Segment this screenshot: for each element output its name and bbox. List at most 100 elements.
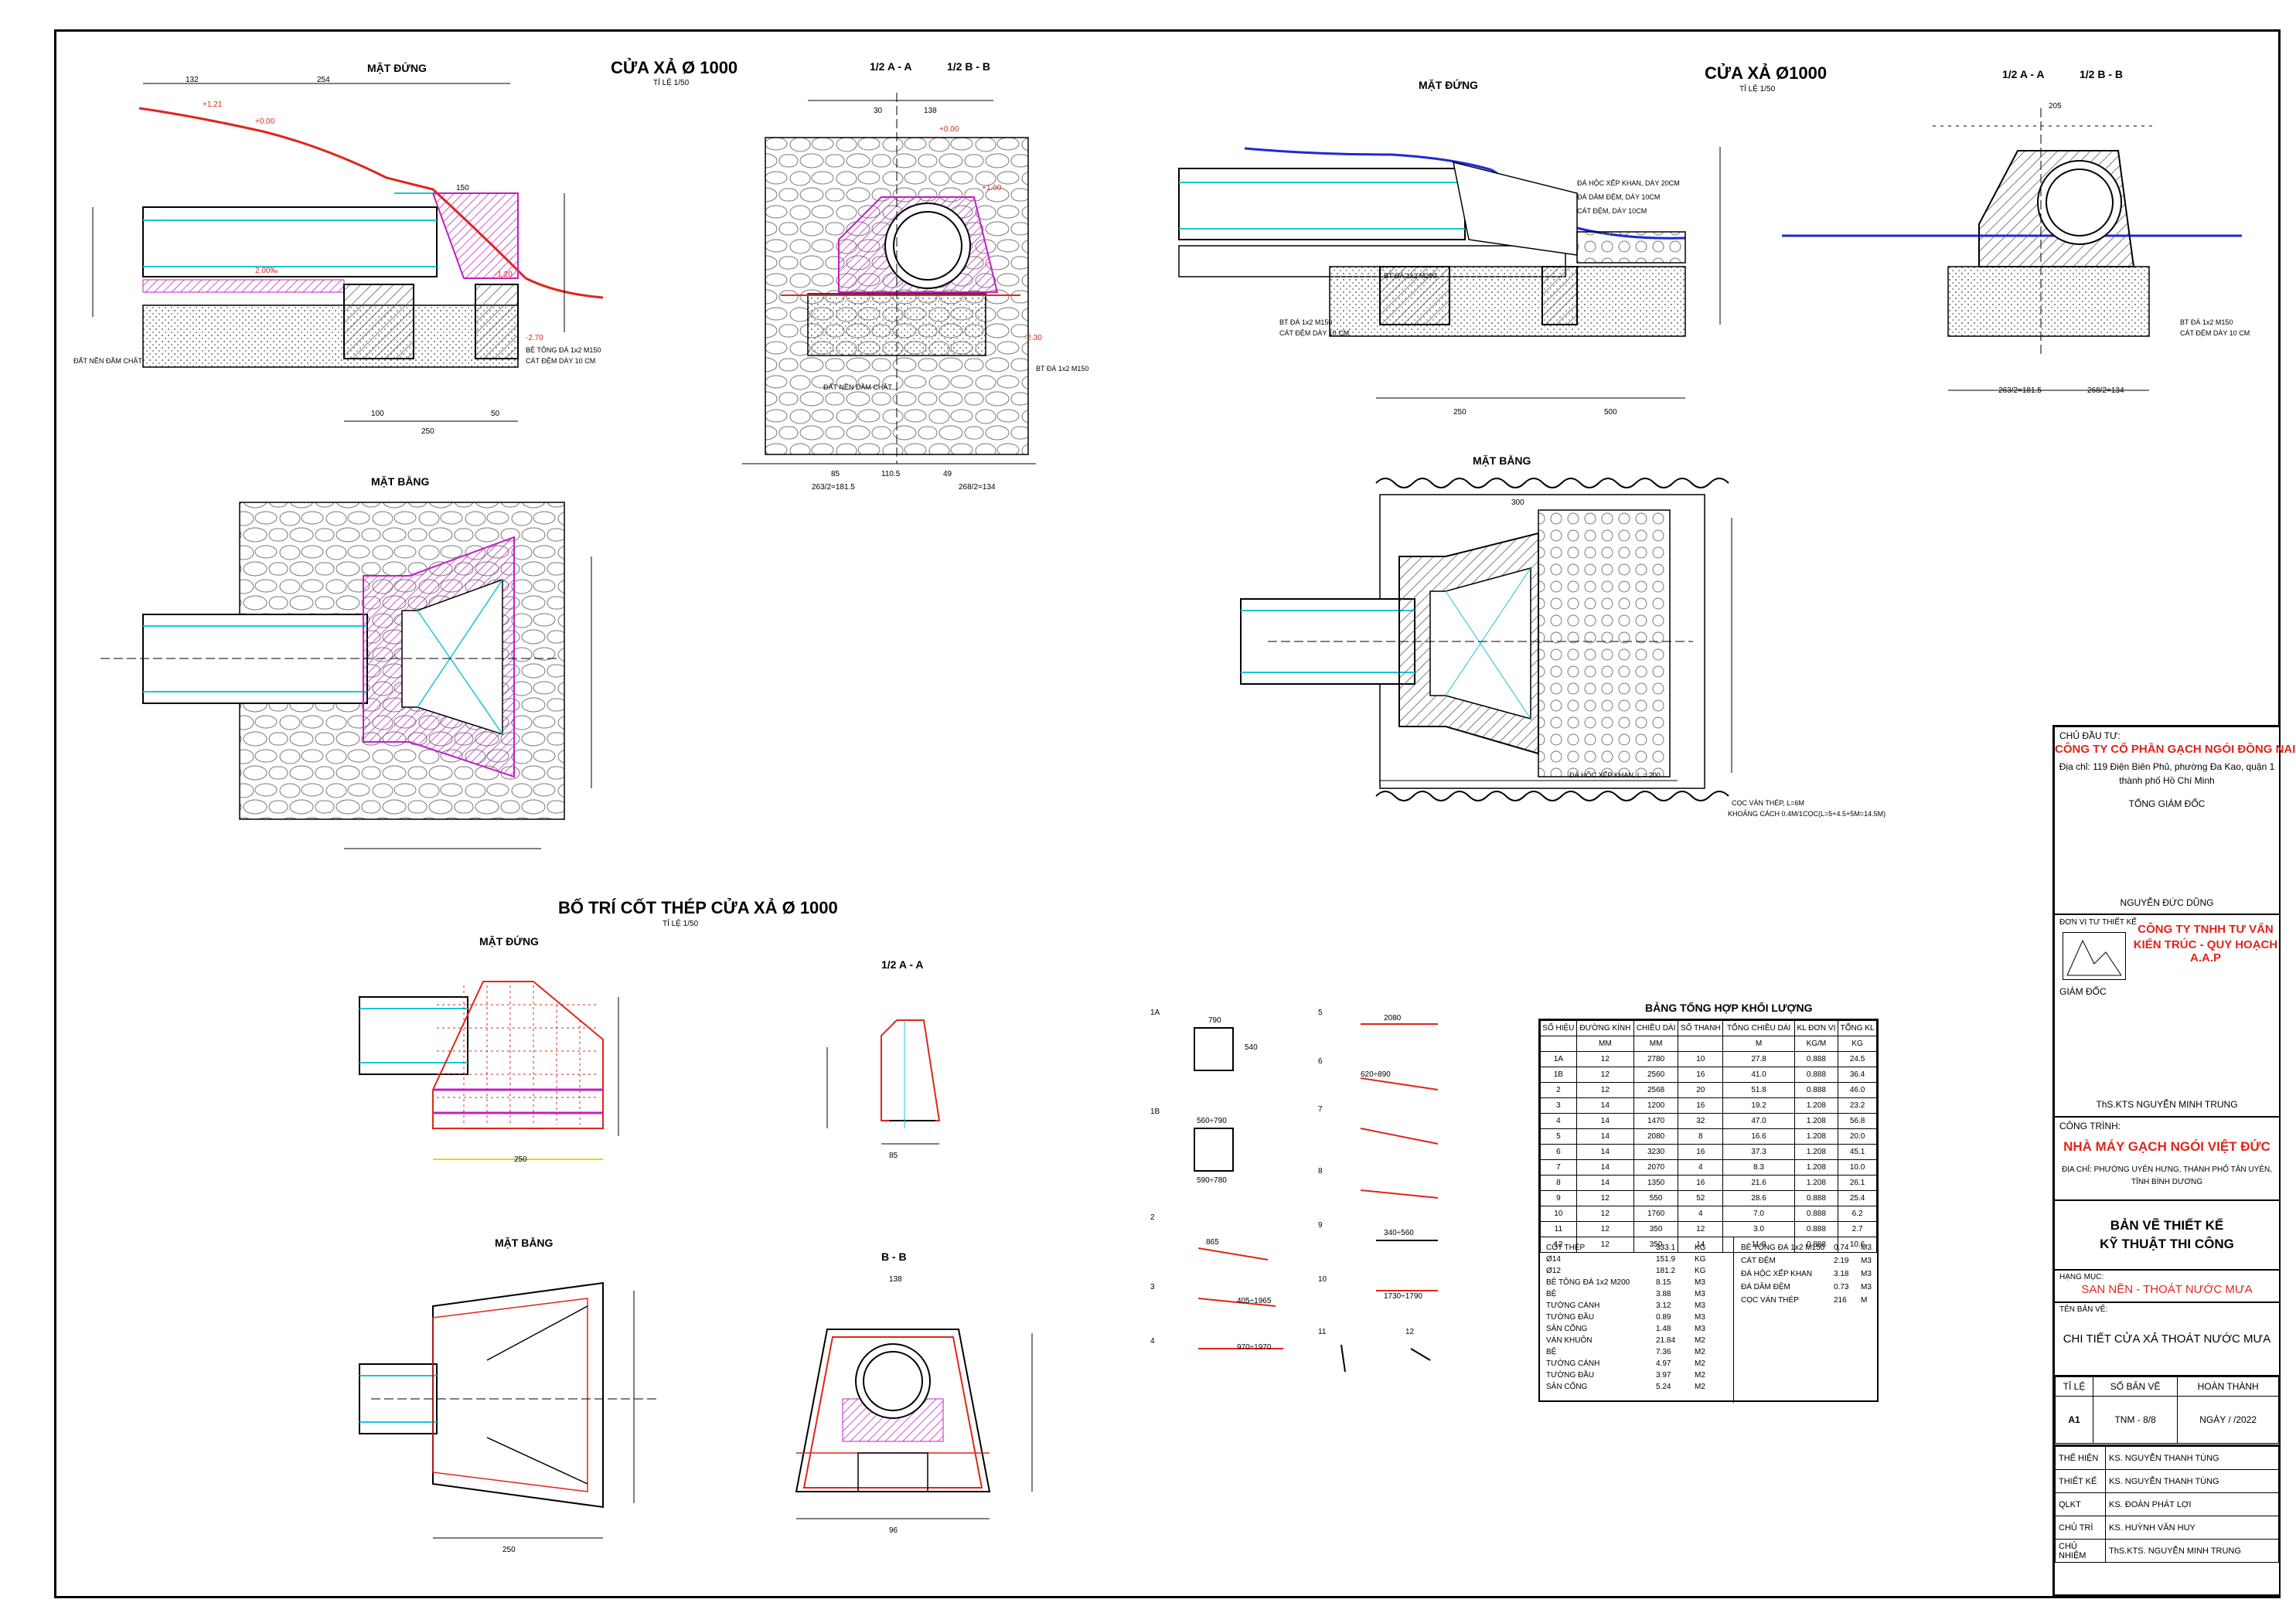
- table-header-cell: TỔNG KL: [1838, 1020, 1877, 1036]
- table-cell: 14: [1576, 1113, 1635, 1129]
- label-elevation-2: MẶT ĐỨNG: [1419, 79, 1478, 91]
- table-cell: 36.4: [1838, 1067, 1877, 1083]
- note-m200: BT ĐÁ 1x2 M200: [1384, 272, 1437, 280]
- category-label: HẠNG MỤC:: [2059, 1273, 2104, 1281]
- table-cell: 12: [1576, 1237, 1635, 1253]
- note-sand-2: CÁT ĐỆM DÀY 10 CM: [1279, 329, 1350, 337]
- summary-cell: VÁN KHUÔN: [1546, 1336, 1593, 1345]
- table-cell: 1.208: [1794, 1097, 1839, 1114]
- logo-graphic: [2066, 939, 2122, 976]
- rebar-dim: 865: [1206, 1238, 1219, 1247]
- summary-cell: 5.24: [1656, 1383, 1671, 1391]
- table-cell: 8: [1540, 1175, 1577, 1191]
- table-cell: 2568: [1633, 1082, 1679, 1098]
- table-unit-cell: MM: [1633, 1036, 1679, 1052]
- summary-cell: M3: [1695, 1313, 1705, 1322]
- rebar-mark: 1A: [1150, 1009, 1160, 1017]
- table-cell: 1760: [1633, 1206, 1679, 1222]
- sheet-date: NGÀY / /2022: [2177, 1396, 2279, 1444]
- summary-cell: M3: [1861, 1257, 1872, 1265]
- table-cell: 16: [1678, 1144, 1724, 1160]
- summary-cell: Ø12: [1546, 1267, 1561, 1275]
- note-pile: CỌC VÁN THÉP, L=6M: [1732, 799, 1804, 807]
- table-cell: 11.9: [1722, 1237, 1795, 1253]
- label-plan-3: MẶT BẰNG: [495, 1237, 554, 1249]
- rebar-mark: 7: [1318, 1105, 1323, 1114]
- rebar-dim: 340÷560: [1384, 1229, 1414, 1237]
- table-cell: 1470: [1633, 1113, 1679, 1129]
- summary-cell: M3: [1861, 1244, 1872, 1252]
- summary-cell: 3.88: [1656, 1290, 1671, 1298]
- table-cell: 19.2: [1722, 1097, 1795, 1114]
- rebar-mark: 2: [1150, 1213, 1155, 1222]
- summary-cell: BỆ: [1546, 1348, 1557, 1356]
- note-sand: CÁT ĐỆM DÀY 10 CM: [526, 357, 596, 365]
- summary-cell: CỌC VÁN THÉP: [1741, 1296, 1799, 1305]
- rebar-mark: 8: [1318, 1167, 1323, 1176]
- dim: 268/2=134: [959, 483, 996, 492]
- table-cell: 12: [1576, 1067, 1635, 1083]
- rebar-dim: 2080: [1384, 1014, 1402, 1022]
- table-cell: 1350: [1633, 1175, 1679, 1191]
- table-cell: 14: [1576, 1144, 1635, 1160]
- col-done: HOÀN THÀNH: [2177, 1376, 2279, 1397]
- summary-cell: M3: [1861, 1270, 1872, 1278]
- rebar-mark: 3: [1150, 1283, 1155, 1291]
- rebar-dim: 560÷790: [1197, 1117, 1227, 1125]
- rebar-mark: 1B: [1150, 1108, 1160, 1116]
- doc-type-1: BẢN VẼ THIẾT KẾ: [2110, 1218, 2224, 1233]
- summary-cell: CỐT THÉP: [1546, 1244, 1586, 1252]
- label-section-b-2: 1/2 B - B: [2080, 68, 2124, 80]
- summary-cell: KG: [1695, 1255, 1706, 1264]
- table-cell: 45.1: [1838, 1144, 1877, 1160]
- summary-cell: ĐÁ HỘC XẾP KHAN: [1741, 1270, 1813, 1278]
- dim: 49: [943, 470, 952, 478]
- summary-cell: M3: [1695, 1278, 1705, 1287]
- dim: 50: [491, 410, 500, 418]
- dim: 250: [502, 1546, 516, 1554]
- level: 2.00‰: [255, 267, 278, 275]
- title-rebar: BỐ TRÍ CỐT THÉP CỬA XẢ Ø 1000: [558, 898, 838, 917]
- table-cell: 16.6: [1722, 1128, 1795, 1145]
- table-cell: 24.5: [1838, 1051, 1877, 1067]
- summary-cell: TƯỜNG CÁNH: [1546, 1359, 1600, 1368]
- summary-cell: M: [1861, 1296, 1868, 1305]
- table-cell: 51.8: [1722, 1082, 1795, 1098]
- dim: 263/2=181.5: [812, 483, 855, 492]
- consultant-name-1: CÔNG TY TNHH TƯ VẤN: [2138, 923, 2274, 936]
- table-cell: 11: [1540, 1221, 1577, 1237]
- note-concrete: BÊ TÔNG ĐÁ 1x2 M150: [526, 346, 601, 354]
- table-cell: 4: [1678, 1159, 1724, 1176]
- dim: 30: [874, 107, 883, 115]
- table-cell: 1.208: [1794, 1144, 1839, 1160]
- summary-cell: M2: [1695, 1383, 1705, 1391]
- owner-label: CHỦ ĐẦU TƯ:: [2059, 730, 2121, 741]
- table-cell: 0.888: [1794, 1067, 1839, 1083]
- dim: 85: [831, 470, 840, 478]
- director-label: TỔNG GIÁM ĐỐC: [2128, 798, 2206, 809]
- note-soil-2: ĐẤT NỀN ĐẦM CHẶT: [823, 383, 892, 391]
- owner-address-2: thành phố Hồ Chí Minh: [2119, 775, 2215, 786]
- rebar-dim: 790: [1208, 1016, 1221, 1025]
- quantity-table-title: BẢNG TỔNG HỢP KHỐI LƯỢNG: [1645, 1002, 1813, 1014]
- summary-cell: M2: [1695, 1336, 1705, 1345]
- table-cell: 9: [1540, 1190, 1577, 1206]
- table-header-cell: KL ĐƠN VỊ: [1794, 1020, 1839, 1036]
- table-header-cell: TỔNG CHIỀU DÀI: [1722, 1020, 1795, 1036]
- sheet-name-label: TÊN BẢN VẼ:: [2059, 1305, 2108, 1314]
- table-cell: 20.0: [1838, 1128, 1877, 1145]
- table-cell: 12: [1576, 1206, 1635, 1222]
- summary-cell: TƯỜNG ĐẦU: [1546, 1313, 1595, 1322]
- rebar-dim: 540: [1245, 1043, 1258, 1052]
- summary-cell: Ø14: [1546, 1255, 1561, 1264]
